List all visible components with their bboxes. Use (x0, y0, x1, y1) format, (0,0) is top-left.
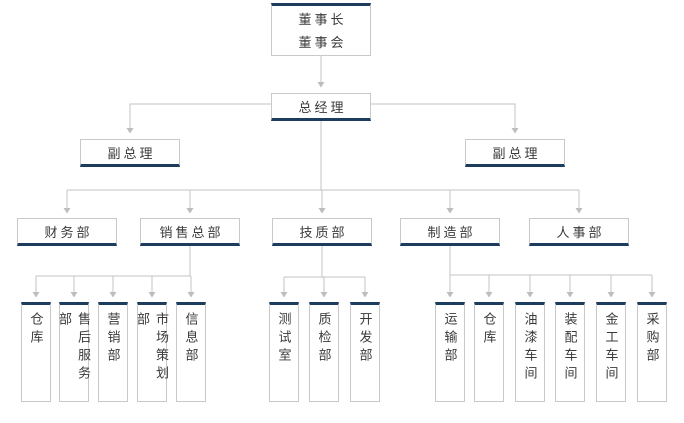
org-node-marketing-dept: 营销部 (98, 302, 128, 402)
org-node-metalwork-workshop: 金工车间 (596, 302, 626, 402)
org-node-development-dept: 开发部 (350, 302, 380, 402)
org-node-label: 油漆车间 (522, 312, 538, 384)
org-node-warehouse-sales: 仓库 (21, 302, 51, 402)
org-node-label: 开发部 (357, 312, 373, 366)
connector-group (32, 56, 656, 298)
org-node-label: 质检部 (316, 312, 332, 366)
org-node-assembly-workshop: 装配车间 (555, 302, 585, 402)
org-node-after-sales-service: 售后服务部 (57, 302, 91, 402)
org-node-label: 董事会 (298, 34, 347, 50)
org-node-finance-dept: 财务部 (17, 218, 117, 246)
org-node-market-planning-dept: 市场策划部 (135, 302, 169, 402)
org-node-label: 人事部 (556, 224, 605, 240)
org-node-label: 销售总部 (159, 224, 224, 240)
org-node-sales-hq: 销售总部 (140, 218, 240, 246)
org-node-label: 装配车间 (562, 312, 578, 384)
org-node-label: 营销部 (105, 312, 121, 366)
org-node-label: 采购部 (644, 312, 660, 366)
org-node-quality-inspection-dept: 质检部 (309, 302, 339, 402)
org-node-tech-quality-dept: 技质部 (272, 218, 372, 246)
org-node-label: 总经理 (298, 99, 347, 115)
org-node-label: 金工车间 (603, 312, 619, 384)
org-node-deputy-gm-left: 副总理 (80, 139, 180, 167)
org-node-manufacturing-dept: 制造部 (400, 218, 500, 246)
org-node-label: 董事长 (298, 11, 347, 27)
org-node-label: 财务部 (44, 224, 93, 240)
org-node-paint-workshop: 油漆车间 (515, 302, 545, 402)
org-node-deputy-gm-right: 副总理 (465, 139, 565, 167)
org-node-transportation-dept: 运输部 (435, 302, 465, 402)
org-node-label: 副总理 (107, 145, 156, 161)
org-node-label: 信息部 (183, 312, 199, 366)
org-node-label: 仓库 (481, 312, 497, 348)
org-node-general-manager: 总经理 (271, 93, 371, 121)
org-node-label: 制造部 (427, 224, 476, 240)
org-node-warehouse-mfg: 仓库 (474, 302, 504, 402)
org-node-procurement-dept: 采购部 (637, 302, 667, 402)
org-node-hr-dept: 人事部 (529, 218, 629, 246)
org-node-label: 售后服务部 (57, 312, 91, 384)
org-node-test-room: 测试室 (269, 302, 299, 402)
org-node-label: 运输部 (442, 312, 458, 366)
org-node-label: 副总理 (492, 145, 541, 161)
org-node-label: 仓库 (28, 312, 44, 348)
org-node-information-dept: 信息部 (176, 302, 206, 402)
org-node-label: 技质部 (299, 224, 348, 240)
org-node-chairman-board: 董事长 董事会 (271, 3, 371, 56)
org-node-label: 市场策划部 (135, 312, 169, 384)
org-node-label: 测试室 (276, 312, 292, 366)
